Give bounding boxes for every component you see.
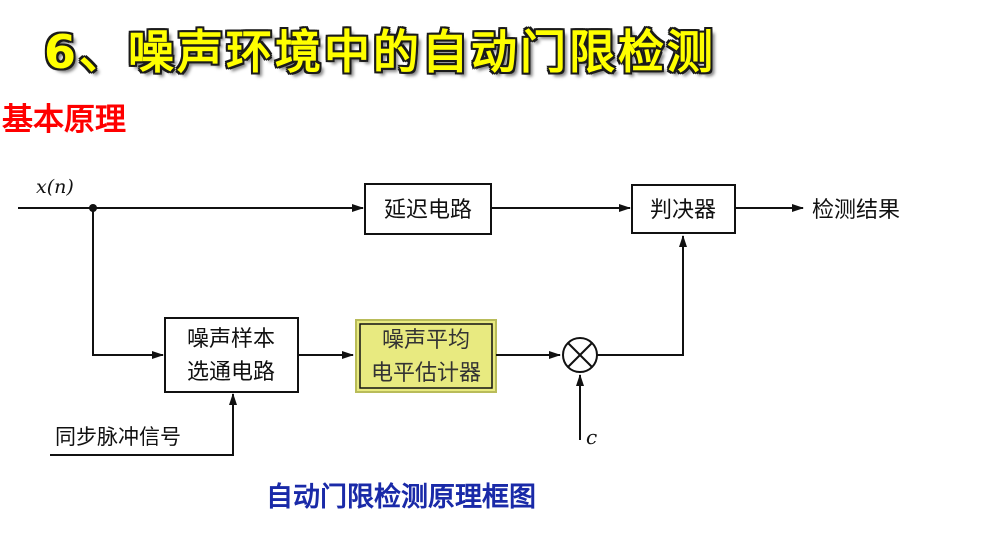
noise-level-line1: 噪声平均 [382, 328, 470, 353]
diagram-caption: 自动门限检测原理框图 [266, 482, 536, 513]
noise-gate-line2: 选通电路 [187, 360, 275, 385]
delay-circuit-label: 延迟电路 [384, 198, 472, 223]
noise-level-line2: 电平估计器 [371, 361, 481, 386]
section-subtitle: 基本原理 [2, 102, 126, 138]
decision-label: 判决器 [650, 198, 716, 223]
multiplier [562, 337, 598, 373]
input-label: x(n) [36, 176, 74, 198]
sync-pulse-label: 同步脉冲信号 [55, 425, 181, 449]
noise-level-box [355, 319, 497, 393]
arrow-multiplier-to-decision [597, 235, 687, 356]
noise-gate-box [164, 317, 299, 393]
noise-gate-line1: 噪声样本 [187, 327, 275, 352]
delay-circuit-box [364, 183, 492, 235]
arrow-to-noise-gate [92, 208, 164, 359]
arrow-sync-to-gate [50, 393, 237, 456]
output-label: 检测结果 [812, 198, 900, 223]
slide-title: 6、噪声环境中的自动门限检测 [44, 25, 717, 79]
constant-label: c [586, 425, 597, 449]
decision-box [631, 184, 736, 234]
